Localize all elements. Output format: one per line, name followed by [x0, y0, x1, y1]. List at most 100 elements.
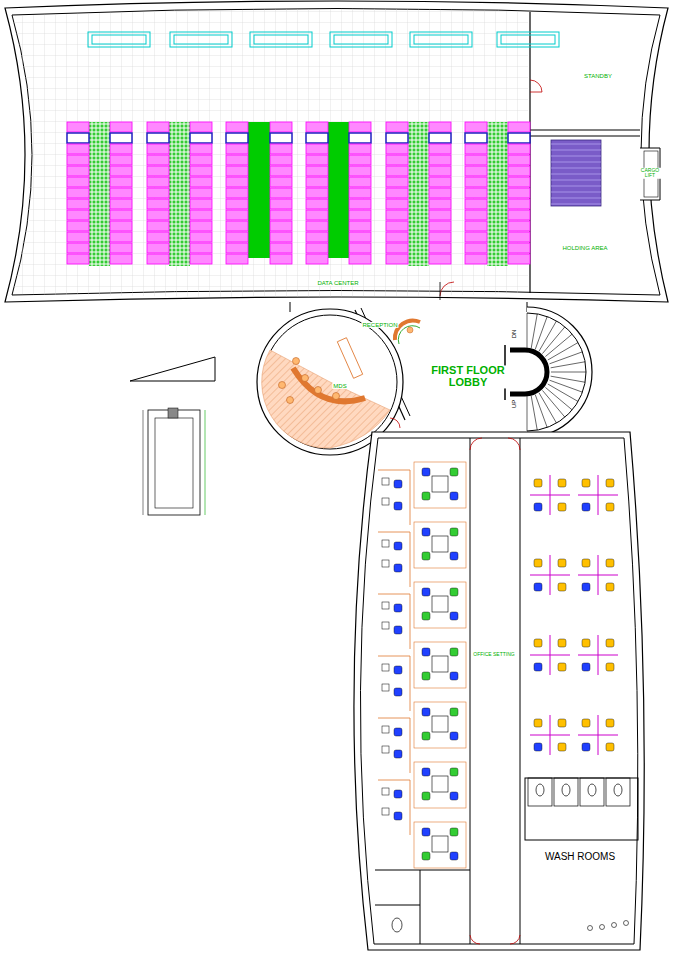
server-rack	[190, 243, 212, 253]
chair	[450, 648, 458, 656]
chair	[558, 639, 566, 647]
chair	[534, 583, 542, 591]
chair	[534, 719, 542, 727]
server-rack	[465, 188, 487, 198]
chair	[422, 732, 430, 740]
server-rack	[147, 199, 169, 209]
server-rack	[349, 155, 371, 165]
ac-unit	[250, 32, 312, 47]
server-rack	[110, 155, 132, 165]
server-rack	[110, 232, 132, 242]
chair	[606, 479, 614, 487]
step-line	[551, 180, 601, 181]
server-rack	[147, 177, 169, 187]
server-rack	[386, 243, 408, 253]
server-rack	[508, 254, 530, 264]
chair	[606, 503, 614, 511]
server-rack	[226, 133, 248, 143]
chair	[606, 583, 614, 591]
ac-unit-inner	[501, 35, 555, 44]
step-line	[551, 150, 601, 151]
chair	[534, 663, 542, 671]
room-label: DATA CENTER	[316, 280, 359, 286]
server-rack	[67, 122, 89, 132]
cold-aisle	[89, 122, 110, 266]
server-rack	[110, 254, 132, 264]
chair	[422, 708, 430, 716]
desk-cross	[530, 555, 570, 595]
ac-unit	[88, 32, 150, 47]
server-rack	[429, 199, 451, 209]
server-rack	[147, 122, 169, 132]
cold-aisle	[169, 122, 190, 266]
server-rack	[110, 166, 132, 176]
server-rack	[110, 199, 132, 209]
ac-unit	[330, 32, 392, 47]
server-rack	[508, 155, 530, 165]
server-rack	[147, 188, 169, 198]
desk-cluster	[432, 836, 448, 852]
server-rack	[306, 122, 328, 132]
server-rack	[110, 221, 132, 231]
server-rack	[270, 133, 292, 143]
step-line	[551, 186, 601, 187]
pc	[382, 498, 389, 505]
chair	[558, 479, 566, 487]
server-rack	[386, 133, 408, 143]
pc	[382, 788, 389, 795]
server-rack	[386, 155, 408, 165]
server-rack	[386, 232, 408, 242]
chair	[450, 468, 458, 476]
chair	[422, 852, 430, 860]
chair	[422, 492, 430, 500]
server-rack	[465, 177, 487, 187]
holding-area: HOLDING AREA	[532, 206, 652, 294]
server-rack	[270, 122, 292, 132]
server-rack	[67, 199, 89, 209]
server-rack	[67, 188, 89, 198]
chair	[422, 828, 430, 836]
chair	[450, 852, 458, 860]
workstation	[414, 462, 466, 508]
server-rack	[465, 155, 487, 165]
toilet-stall	[528, 778, 552, 806]
desk-cross	[578, 475, 618, 515]
server-rack	[190, 133, 212, 143]
server-rack	[270, 155, 292, 165]
chair	[394, 666, 402, 674]
server-rack	[110, 133, 132, 143]
ac-unit	[170, 32, 232, 47]
pc	[382, 540, 389, 547]
server-rack	[270, 166, 292, 176]
chair	[450, 828, 458, 836]
stair-tread	[550, 352, 583, 364]
step-line	[551, 162, 601, 163]
server-rack	[508, 188, 530, 198]
server-rack	[306, 199, 328, 209]
server-rack	[226, 155, 248, 165]
chair	[606, 559, 614, 567]
desk-cluster	[432, 656, 448, 672]
server-rack	[270, 254, 292, 264]
toilet-stall	[580, 778, 604, 806]
room-label: OFFICE SETTING	[472, 652, 515, 657]
wash-rooms: WASH ROOMS	[525, 778, 638, 868]
chair	[394, 626, 402, 634]
room-label: HOLDING AREA	[561, 245, 608, 251]
desk-cross	[530, 635, 570, 675]
server-rack	[349, 166, 371, 176]
chair	[394, 502, 402, 510]
chair	[394, 480, 402, 488]
pc	[382, 602, 389, 609]
ac-unit-inner	[254, 35, 308, 44]
chair	[582, 583, 590, 591]
chair	[534, 559, 542, 567]
server-rack	[386, 199, 408, 209]
stair-tread	[539, 321, 557, 351]
server-rack	[226, 199, 248, 209]
server-rack	[226, 144, 248, 154]
chair	[422, 588, 430, 596]
chair	[422, 528, 430, 536]
server-rack	[147, 243, 169, 253]
